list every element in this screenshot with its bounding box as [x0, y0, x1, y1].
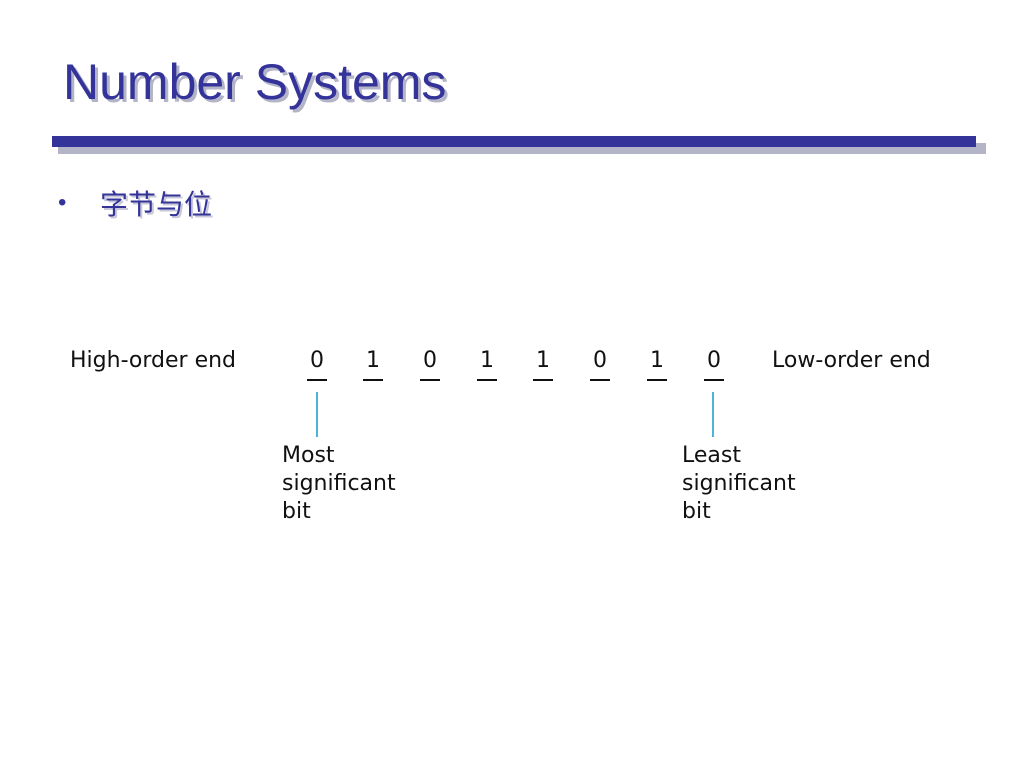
lsb-label-line: bit	[682, 499, 711, 524]
high-order-end-label: High-order end	[70, 348, 237, 373]
bit-underline	[363, 379, 383, 381]
bit-underline	[647, 379, 667, 381]
lsb-label-line: Least	[682, 443, 741, 468]
msb-label-line: bit	[282, 499, 311, 524]
bit-underline	[307, 379, 327, 381]
bit-underline	[420, 379, 440, 381]
msb-label-line: significant	[282, 471, 396, 496]
lsb-label-line: significant	[682, 471, 796, 496]
msb-pointer-line	[316, 392, 318, 437]
msb-label: Most significant bit	[282, 442, 396, 526]
title-rule-shadow	[58, 143, 986, 154]
slide-title: Number Systems	[63, 54, 447, 110]
bit-digit: 1	[366, 348, 380, 373]
lsb-label: Least significant bit	[682, 442, 796, 526]
bit-underline	[590, 379, 610, 381]
bit-digit: 0	[707, 348, 721, 373]
bit-digit: 1	[536, 348, 550, 373]
msb-label-line: Most	[282, 443, 335, 468]
bit-digit: 0	[310, 348, 324, 373]
bit-digit: 1	[480, 348, 494, 373]
bullet-text: 字节与位	[100, 188, 213, 221]
low-order-end-label: Low-order end	[772, 348, 931, 373]
lsb-pointer-line	[712, 392, 714, 437]
bit-underline	[704, 379, 724, 381]
bit-underline	[533, 379, 553, 381]
bit-underline	[477, 379, 497, 381]
bullet-dot-icon: •	[58, 189, 67, 216]
bullet-item: • 字节与位	[58, 183, 212, 223]
title-rule	[52, 136, 976, 147]
bit-digit: 0	[593, 348, 607, 373]
bit-digit: 0	[423, 348, 437, 373]
bit-digit: 1	[650, 348, 664, 373]
